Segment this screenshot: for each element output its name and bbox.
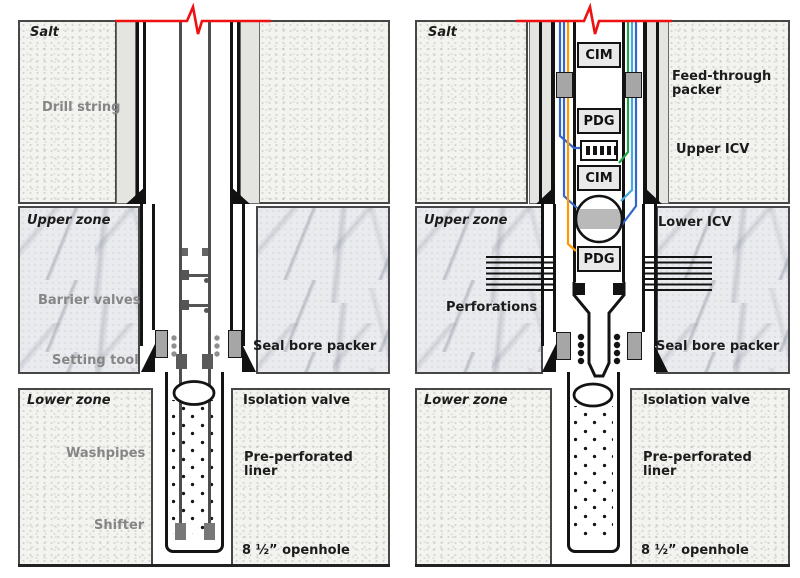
right-pre-perforated-liner [567, 372, 620, 553]
right-salt-rock-left [415, 20, 528, 204]
right-liner-casing-wall [553, 204, 556, 332]
cim-mid-label: CIM [585, 170, 613, 186]
liner-hanger-wedge [141, 344, 155, 372]
right-seal-bore-packer-element [627, 332, 642, 360]
cim-module-upper: CIM [577, 42, 621, 68]
left-lower-zone-rock-right [231, 388, 390, 567]
label-drill-string: Drill string [42, 100, 121, 115]
label-pre-perforated-liner-left: Pre-perforated liner [244, 450, 353, 480]
left-pipe-joint [182, 248, 188, 256]
barrier-valve-flapper [204, 278, 209, 283]
right-casing-wall [643, 20, 647, 204]
left-seal-bore-packer-element [228, 330, 242, 358]
right-upper-zone-rock-left [415, 206, 543, 374]
feed-through-packer-element [556, 72, 573, 98]
left-liner-casing-wall [140, 204, 143, 346]
feed-through-packer-element [625, 72, 642, 98]
left-drill-string-wall [179, 20, 182, 540]
lower-icv-ball-bore [577, 209, 621, 229]
zone-label-lower-right: Lower zone [424, 393, 508, 408]
seal-dots-right-packer [577, 333, 621, 365]
right-casing-wall [551, 20, 555, 204]
label-shifter: Shifter [94, 518, 145, 533]
left-lower-zone-rock-left [18, 388, 153, 567]
zone-label-salt-left: Salt [30, 25, 59, 40]
label-openhole-right: 8 ½” openhole [641, 543, 749, 558]
left-frame-bottom [18, 564, 390, 567]
label-perforations: Perforations [446, 300, 538, 315]
right-salt-rock-right [666, 20, 790, 204]
zone-label-upper-right: Upper zone [424, 213, 508, 228]
left-shifter-foot [204, 523, 215, 540]
left-casing-wall [143, 20, 146, 204]
left-liner-casing-wall [152, 204, 155, 330]
label-setting-tool: Setting tool [52, 353, 139, 368]
right-frame-bottom [415, 564, 790, 567]
label-pre-perforated-liner-right: Pre-perforated liner [643, 450, 752, 480]
label-upper-icv: Upper ICV [676, 142, 750, 157]
label-openhole-left: 8 ½” openhole [242, 543, 350, 558]
left-liner-casing-wall [242, 204, 245, 346]
setting-tool-dog [176, 354, 187, 369]
left-pre-perforated-liner [165, 372, 224, 553]
zone-label-upper-left: Upper zone [27, 213, 111, 228]
left-seal-bore-packer-element [155, 330, 168, 358]
label-seal-bore-packer-right: Seal bore packer [656, 339, 780, 354]
lower-icv-ball-outline [574, 194, 624, 244]
upper-icv-slotted-sleeve [580, 140, 618, 161]
cim-module-mid: CIM [577, 165, 621, 191]
left-drill-string-wall [208, 20, 211, 540]
barrier-valve-stem [185, 274, 208, 277]
left-salt-rock-right [257, 20, 390, 204]
zone-label-lower-left: Lower zone [27, 393, 111, 408]
left-upper-zone-rock-left [18, 206, 140, 374]
stinger-lug [613, 283, 623, 295]
setting-tool-dog [202, 354, 213, 369]
perforation-lines-left [486, 256, 554, 293]
right-tubing-wall [573, 20, 576, 282]
left-casing-wall [230, 20, 233, 204]
left-casing-wall [237, 20, 240, 204]
pdg-lower-label: PDG [583, 251, 615, 267]
zone-label-salt-right: Salt [428, 25, 457, 40]
right-liner-perforation-dots [574, 406, 613, 536]
perforation-lines-right [644, 256, 712, 293]
right-tubing-wall [622, 20, 625, 282]
label-washpipes: Washpipes [66, 446, 146, 461]
left-upper-zone-rock-right [256, 206, 390, 374]
right-seal-bore-packer-element [556, 332, 571, 360]
right-lower-zone-rock-left [415, 388, 552, 567]
icv-slots [586, 146, 616, 155]
label-seal-bore-packer-left: Seal bore packer [253, 339, 377, 354]
stinger-lug [575, 283, 585, 295]
right-casing-wall [656, 20, 659, 204]
right-casing-wall [539, 20, 542, 204]
pdg-gauge-upper: PDG [577, 108, 621, 134]
barrier-valve-stem [185, 304, 208, 307]
right-upper-zone-rock-right [656, 206, 790, 374]
left-casing-annulus-right [240, 20, 260, 204]
left-liner-casing-wall [230, 204, 233, 330]
tubing-stinger [572, 282, 626, 378]
cim-upper-label: CIM [585, 47, 613, 63]
label-lower-icv: Lower ICV [658, 215, 732, 230]
label-feed-through-packer: Feed-through packer [672, 69, 772, 99]
left-shifter-foot [175, 523, 186, 540]
right-liner-casing-wall [642, 204, 645, 332]
label-barrier-valves: Barrier valves [38, 293, 141, 308]
left-casing-wall [136, 20, 139, 204]
pdg-upper-label: PDG [583, 113, 615, 129]
label-isolation-valve-left: Isolation valve [243, 393, 351, 408]
pdg-gauge-lower: PDG [577, 246, 621, 272]
lower-icv-ball [576, 196, 622, 242]
left-salt-rock-left [18, 20, 117, 204]
barrier-valve-flapper [204, 308, 209, 313]
liner-hanger-wedge [542, 344, 556, 372]
left-pipe-joint [202, 248, 208, 256]
label-isolation-valve-right: Isolation valve [643, 393, 751, 408]
